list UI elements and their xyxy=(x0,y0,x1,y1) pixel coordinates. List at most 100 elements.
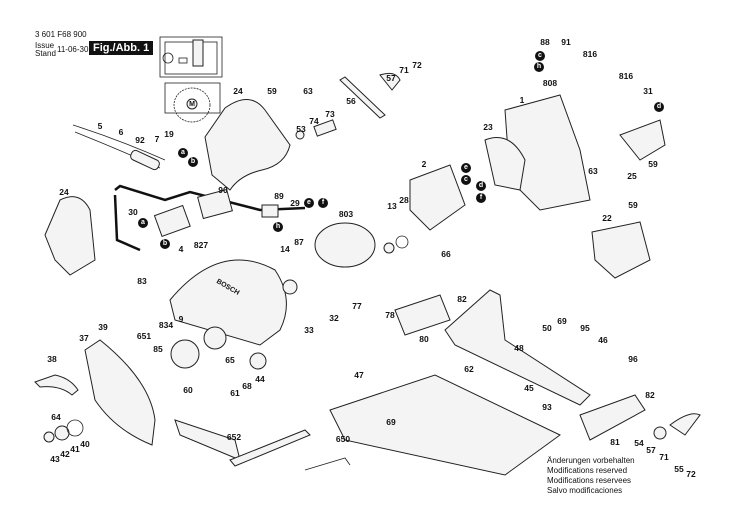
part-label: 827 xyxy=(193,240,209,250)
part-label: 81 xyxy=(610,437,620,447)
part-label: 66 xyxy=(441,249,451,259)
part-label: 77 xyxy=(352,301,362,311)
part-label: 19 xyxy=(164,129,174,139)
part-label: 24 xyxy=(59,187,69,197)
part-label: 68 xyxy=(242,381,252,391)
figure-badge: Fig./Abb. 1 xyxy=(89,41,154,55)
connector-marker: b xyxy=(160,239,170,249)
connector-marker: b xyxy=(188,157,198,167)
connector-marker: h xyxy=(273,222,283,232)
part-label: 32 xyxy=(329,313,339,323)
part-label: 808 xyxy=(542,78,558,88)
part-label: 40 xyxy=(80,439,90,449)
part-label: 2 xyxy=(421,159,427,169)
part-label: 80 xyxy=(419,334,429,344)
part-label: 22 xyxy=(602,213,612,223)
part-label: 72 xyxy=(686,469,696,479)
part-label: 62 xyxy=(464,364,474,374)
part-label: 85 xyxy=(153,344,163,354)
modification-notes: Änderungen vorbehalten Modifications res… xyxy=(547,456,635,496)
part-label: 56 xyxy=(346,96,356,106)
part-label: 95 xyxy=(580,323,590,333)
part-label: 90 xyxy=(218,185,228,195)
part-label: 23 xyxy=(483,122,493,132)
part-label: 50 xyxy=(542,323,552,333)
stand-label: Stand xyxy=(35,49,56,58)
connector-marker: c xyxy=(535,51,545,61)
part-label: 54 xyxy=(634,438,644,448)
part-label: 14 xyxy=(280,244,290,254)
connector-marker: f xyxy=(476,193,486,203)
part-label: 64 xyxy=(51,412,61,422)
part-label: 82 xyxy=(457,294,467,304)
part-label: 82 xyxy=(645,390,655,400)
part-label: 87 xyxy=(294,237,304,247)
part-label: 652 xyxy=(226,432,242,442)
note-es: Salvo modificaciones xyxy=(547,486,623,495)
part-label: 83 xyxy=(137,276,147,286)
part-label: 39 xyxy=(98,322,108,332)
part-label: 91 xyxy=(561,37,571,47)
part-label: 73 xyxy=(325,109,335,119)
part-label: 59 xyxy=(267,86,277,96)
connector-marker: a xyxy=(138,218,148,228)
part-label: 71 xyxy=(659,452,669,462)
part-label: 65 xyxy=(225,355,235,365)
part-label: 650 xyxy=(335,434,351,444)
part-label: 57 xyxy=(386,73,396,83)
part-label: 43 xyxy=(50,454,60,464)
part-label: 46 xyxy=(598,335,608,345)
part-label: 92 xyxy=(135,135,145,145)
connector-marker: d xyxy=(654,102,664,112)
part-label: 55 xyxy=(674,464,684,474)
motor-symbol: M xyxy=(189,101,195,108)
part-label: 9 xyxy=(178,314,184,324)
issue-date: 11-06-30 xyxy=(57,45,89,54)
part-label: 4 xyxy=(178,244,184,254)
part-label: 93 xyxy=(542,402,552,412)
part-label: 96 xyxy=(628,354,638,364)
part-label: 63 xyxy=(303,86,313,96)
part-label: 89 xyxy=(274,191,284,201)
connector-marker: d xyxy=(476,181,486,191)
part-label: 47 xyxy=(354,370,364,380)
part-label: 1 xyxy=(519,95,525,105)
part-label: 7 xyxy=(154,134,160,144)
part-label: 59 xyxy=(628,200,638,210)
connector-marker: e xyxy=(304,198,314,208)
part-label: 59 xyxy=(648,159,658,169)
part-label: 28 xyxy=(399,195,409,205)
part-label: 24 xyxy=(233,86,243,96)
part-label: 5 xyxy=(97,121,103,131)
connector-marker: e xyxy=(461,163,471,173)
note-en: Modifications reserved xyxy=(547,466,628,475)
part-number: 3 601 F68 900 xyxy=(35,30,87,39)
connector-marker: a xyxy=(178,148,188,158)
part-label: 69 xyxy=(386,417,396,427)
part-label: 31 xyxy=(643,86,653,96)
part-label: 69 xyxy=(557,316,567,326)
part-label: 60 xyxy=(183,385,193,395)
part-label: 651 xyxy=(136,331,152,341)
part-label: 61 xyxy=(230,388,240,398)
part-label: 57 xyxy=(646,445,656,455)
note-fr: Modifications reservees xyxy=(547,476,632,485)
part-label: 38 xyxy=(47,354,57,364)
connector-marker: f xyxy=(318,198,328,208)
part-label: 41 xyxy=(70,444,80,454)
part-label: 834 xyxy=(158,320,174,330)
note-de: Änderungen vorbehalten xyxy=(547,456,635,465)
part-label: 44 xyxy=(255,374,265,384)
part-label: 29 xyxy=(290,198,300,208)
issue-label: Issue xyxy=(35,41,55,50)
part-label: 72 xyxy=(412,60,422,70)
part-label: 816 xyxy=(582,49,598,59)
part-label: 37 xyxy=(79,333,89,343)
part-label: 816 xyxy=(618,71,634,81)
part-label: 63 xyxy=(588,166,598,176)
part-label: 42 xyxy=(60,449,70,459)
part-label: 6 xyxy=(118,127,124,137)
part-label: 45 xyxy=(524,383,534,393)
part-label: 71 xyxy=(399,65,409,75)
